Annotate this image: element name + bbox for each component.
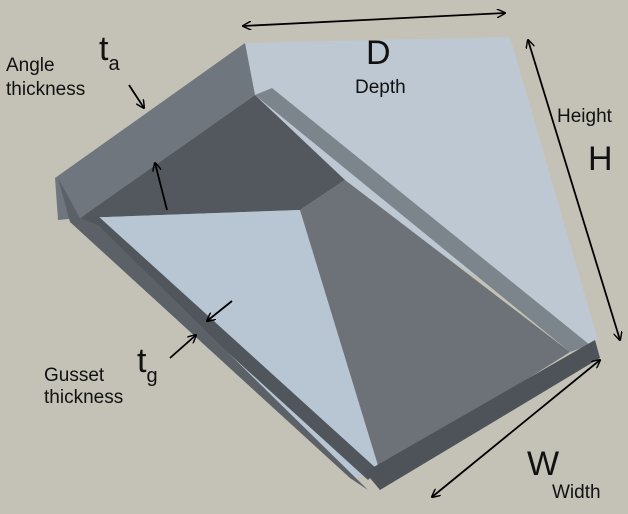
ta-subscript: a <box>108 53 120 75</box>
width-letter: W <box>527 445 559 483</box>
width-word: Width <box>552 482 601 503</box>
depth-letter: D <box>366 34 391 72</box>
gusset-face <box>300 180 570 472</box>
inner-back-face <box>80 95 345 218</box>
dimension-labels: Angle thickness ta D Depth Height H Guss… <box>6 30 613 503</box>
depth-arrow <box>243 13 505 26</box>
angle-label-line2: thickness <box>6 79 85 100</box>
angle-thickness-face <box>55 43 255 220</box>
height-letter: H <box>588 140 613 178</box>
tg-subscript: g <box>146 365 157 387</box>
angle-label-line1: Angle <box>6 55 55 76</box>
ta-symbol: ta <box>99 30 120 75</box>
bracket-shape <box>55 37 600 490</box>
inner-edge-strip <box>255 88 590 352</box>
top-face <box>245 37 598 345</box>
tg-symbol: tg <box>137 342 158 387</box>
angle-thickness-inner-arrow <box>155 163 168 211</box>
dimension-arrows <box>128 13 620 497</box>
height-arrow <box>528 40 620 340</box>
height-word: Height <box>557 106 613 127</box>
gusset-thickness-inner-arrow <box>207 300 233 321</box>
gusset-thickness-pointer <box>169 335 196 359</box>
tg-main: t <box>137 342 147 380</box>
gusset-label-line2: thickness <box>44 387 123 408</box>
depth-word: Depth <box>355 77 406 98</box>
angle-thickness-pointer <box>128 84 144 108</box>
gusset-label-line1: Gusset <box>44 365 105 386</box>
width-arrow <box>432 360 600 497</box>
ta-main: t <box>99 30 109 68</box>
